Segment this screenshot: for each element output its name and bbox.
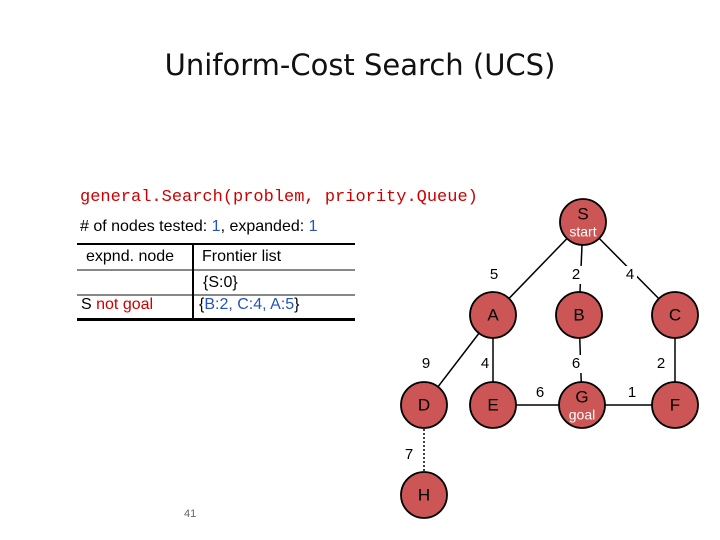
graph-edge-labels: 5 2 4 9 4 6 2 6 1 7 (402, 266, 668, 464)
node-circle (555, 291, 603, 339)
node-counts: # of nodes tested: 1, expanded: 1 (80, 218, 318, 236)
node-label: H (418, 485, 430, 504)
code-line: general.Search(problem, priority.Queue) (80, 188, 478, 207)
goal-status: not goal (96, 296, 154, 313)
node-h: H (400, 471, 448, 519)
tested-value: 1 (211, 218, 221, 235)
expanded-label: , expanded: (220, 218, 305, 235)
slide-number: 41 (184, 508, 197, 520)
table-bottom-border (77, 318, 355, 321)
node-circle (469, 381, 517, 429)
node-circle (651, 381, 699, 429)
frontier-row-1: {S:0} (203, 274, 238, 291)
edge-cost-s-c: 4 (626, 266, 634, 283)
header-frontier-list: Frontier list (202, 248, 282, 265)
expanded-node-name: S (81, 296, 92, 313)
node-circle (558, 381, 606, 429)
node-label: G (575, 387, 588, 406)
edge-cost-g-f: 1 (628, 384, 636, 401)
edge-cost-backdrop (569, 266, 583, 284)
edge-cost-a-e: 4 (481, 355, 489, 372)
node-sublabel: goal (569, 407, 595, 423)
graph-edges (423, 221, 676, 495)
edge-cost-backdrop (419, 355, 433, 373)
node-circle (400, 471, 448, 519)
frontier-items: B:2, C:4, A:5 (204, 296, 295, 313)
node-c: C (651, 291, 699, 339)
edge-cost-backdrop (402, 446, 416, 464)
edge-cost-d-h: 7 (405, 446, 413, 463)
node-circle (400, 381, 448, 429)
edge-cost-backdrop (487, 266, 501, 284)
table-column-divider (192, 243, 194, 321)
node-label: F (670, 395, 680, 414)
edge-cost-backdrop (623, 266, 637, 284)
node-a: A (469, 291, 517, 339)
node-label: E (487, 395, 498, 414)
edge-cost-backdrop (625, 384, 639, 402)
edge-cost-c-f: 2 (657, 355, 665, 372)
edge-cost-backdrop (569, 355, 583, 373)
expanded-value: 1 (308, 218, 318, 235)
header-expanded-node: expnd. node (86, 248, 175, 265)
node-f: F (651, 381, 699, 429)
edge-cost-a-d: 9 (422, 355, 430, 372)
edge-cost-backdrop (654, 355, 668, 373)
node-circle (469, 291, 517, 339)
frontier-row-2: {B:2, C:4, A:5} (199, 296, 300, 313)
node-sublabel: start (569, 224, 596, 240)
node-label: C (669, 305, 681, 324)
node-e: E (469, 381, 517, 429)
node-label: A (487, 305, 499, 324)
table-row-divider (77, 294, 355, 296)
table-top-border (77, 243, 355, 245)
node-d: D (400, 381, 448, 429)
table-header-divider (77, 269, 355, 271)
node-label: S (577, 204, 588, 223)
node-label: D (418, 395, 430, 414)
node-circle (559, 198, 607, 246)
edge-cost-s-a: 5 (490, 266, 498, 283)
tested-label: # of nodes tested: (80, 218, 208, 235)
edge-cost-b-g: 6 (572, 355, 580, 372)
edge-cost-backdrop (533, 384, 547, 402)
frontier-table: expnd. node Frontier list {S:0} S not go… (77, 243, 355, 321)
slide-title: Uniform-Cost Search (UCS) (164, 48, 556, 82)
node-label: B (573, 305, 584, 324)
expanded-node-row-2: S not goal (81, 296, 153, 314)
edge-cost-e-g: 6 (536, 384, 544, 401)
node-circle (651, 291, 699, 339)
edge-cost-backdrop (478, 355, 492, 373)
edge-cost-s-b: 2 (572, 266, 580, 283)
node-b: B (555, 291, 603, 339)
